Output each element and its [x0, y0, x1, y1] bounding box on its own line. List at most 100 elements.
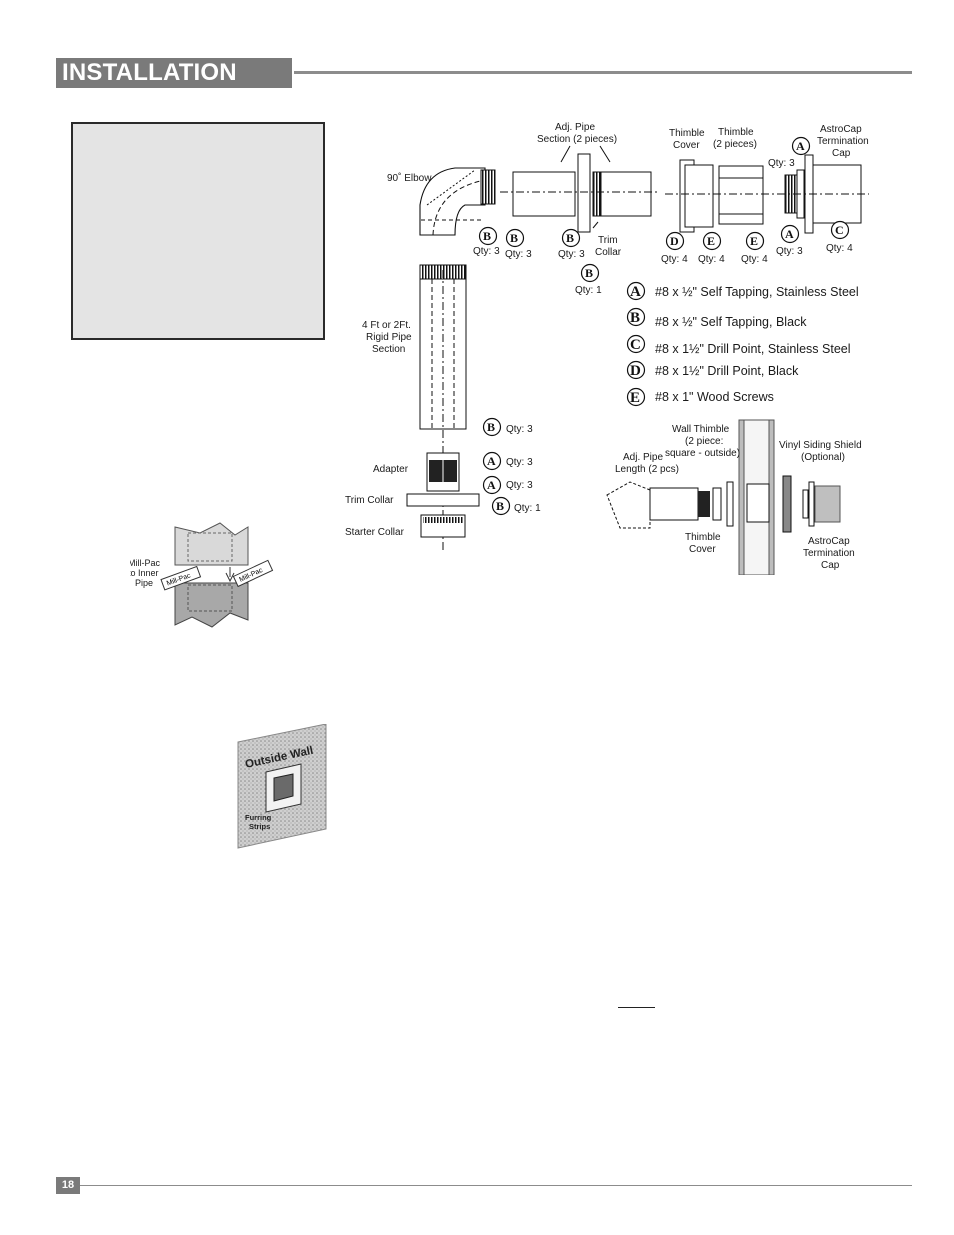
vent-assembly-diagram: 90˚ Elbow Adj. Pipe Section (2 pieces) T… — [345, 122, 869, 575]
screw-badge-a: A — [780, 224, 800, 244]
astrocap-label-1: AstroCap — [820, 124, 862, 135]
screw-badge-b: B — [505, 228, 525, 248]
furring-label-2: Strips — [249, 822, 270, 831]
wall-thimble-label-3: square - outside) — [665, 448, 740, 459]
svg-text:E: E — [707, 234, 715, 248]
qty-label: Qty: 1 — [575, 285, 602, 296]
svg-text:B: B — [496, 499, 504, 513]
millpac-tag-left — [160, 565, 202, 591]
svg-text:A: A — [796, 139, 805, 153]
screw-badge-d: D — [665, 231, 685, 251]
thimble-label-2: (2 pieces) — [713, 139, 757, 150]
rigid-pipe-label-3: Section — [372, 344, 405, 355]
page-number: 18 — [56, 1177, 80, 1194]
millpac-figure: Mill-Pac Mill-Pac Mill-Pac to Inner Pipe — [130, 522, 274, 628]
vinyl-shield-label-1: Vinyl Siding Shield — [779, 440, 862, 451]
adapter-component — [406, 452, 480, 538]
svg-text:A: A — [785, 227, 794, 241]
qty-label: Qty: 1 — [514, 503, 541, 514]
footer-rule — [80, 1185, 912, 1186]
thimble-label-1: Thimble — [718, 127, 754, 138]
upper-pipe-shape — [174, 522, 249, 566]
trim-label-1: Trim — [598, 235, 618, 246]
adj-pipe-length-label-1: Adj. Pipe — [623, 452, 663, 463]
svg-text:#8 x 1" Wood Screws: #8 x 1" Wood Screws — [655, 390, 774, 404]
outside-wall-figure: Outside Wall Furring Strips — [237, 724, 327, 849]
legend-item: D#8 x 1½" Drill Point, Black — [626, 360, 799, 380]
wall-thimble-cover-label-2: Cover — [689, 544, 716, 555]
adj-pipe-label-1: Adj. Pipe — [555, 122, 595, 133]
qty-label: Qty: 3 — [505, 249, 532, 260]
svg-text:B: B — [483, 229, 491, 243]
thimble-cover-label-1: Thimble — [669, 128, 705, 139]
millpac-label-2: to Inner — [130, 568, 159, 578]
adj-pipe-length-label-2: Length (2 pcs) — [615, 464, 679, 475]
wall-astrocap-label-3: Cap — [821, 560, 840, 571]
lower-inner-outline — [187, 584, 233, 612]
svg-text:B: B — [585, 266, 593, 280]
wall-opening — [273, 773, 294, 802]
svg-text:E: E — [630, 390, 640, 406]
trim-label-2: Collar — [595, 247, 622, 258]
svg-text:B: B — [487, 420, 495, 434]
header-rule — [294, 71, 912, 74]
qty-label: Qty: 3 — [558, 249, 585, 260]
qty-label: Qty: 4 — [826, 243, 853, 254]
elbow-label: 90˚ Elbow — [387, 172, 432, 184]
svg-text:E: E — [750, 234, 758, 248]
svg-text:B: B — [630, 310, 640, 326]
legend-item: E #8 x 1" Wood Screws — [626, 387, 774, 407]
adj-pipe-component — [500, 145, 657, 233]
qty-label: Qty: 3 — [473, 246, 500, 257]
svg-text:A: A — [487, 478, 496, 492]
wall-thimble-label-2: (2 piece: — [685, 436, 723, 447]
screw-badge-b: B — [482, 417, 502, 437]
millpac-label-1: Mill-Pac — [130, 558, 161, 568]
qty-label: Qty: 4 — [698, 254, 725, 265]
millpac-tag-right — [232, 559, 274, 588]
svg-text:A: A — [487, 454, 496, 468]
wall-astrocap-label-1: AstroCap — [808, 536, 850, 547]
astrocap-label-3: Cap — [832, 148, 851, 159]
screw-badge-e: E — [745, 231, 765, 251]
screw-badge-b: B — [580, 263, 600, 283]
svg-text:#8 x ½" Self Tapping, Stainles: #8 x ½" Self Tapping, Stainless Steel — [655, 285, 859, 299]
svg-text:C: C — [835, 223, 844, 237]
legend-item: C#8 x 1½" Drill Point, Stainless Steel — [626, 334, 851, 356]
wall-thimble-cover-label-1: Thimble — [685, 532, 721, 543]
svg-text:#8 x 1½" Drill Point, Stainles: #8 x 1½" Drill Point, Stainless Steel — [655, 342, 851, 356]
wall-astrocap-label-2: Termination — [803, 548, 855, 559]
screw-badge-b: B — [561, 228, 581, 248]
qty-label: Qty: 3 — [768, 158, 795, 169]
millpac-label-3: Pipe — [135, 578, 153, 588]
note-box — [71, 122, 325, 340]
starter-collar-label: Starter Collar — [345, 527, 405, 538]
rigid-pipe-component — [419, 264, 467, 550]
down-arrow-icon — [225, 567, 235, 583]
svg-text:D: D — [670, 234, 679, 248]
screw-badge-a: A — [482, 451, 502, 471]
svg-text:A: A — [630, 284, 641, 300]
screw-badge-a: A — [482, 475, 502, 495]
wall-section-diagram — [606, 419, 841, 575]
adj-pipe-label-2: Section (2 pieces) — [537, 134, 617, 145]
lower-pipe-shape — [174, 582, 249, 628]
legend-item: B#8 x ½" Self Tapping, Black — [626, 307, 807, 329]
elbow-component — [419, 167, 496, 236]
screw-badge-e: E — [702, 231, 722, 251]
inner-pipe-outline — [187, 532, 233, 562]
qty-label: Qty: 3 — [506, 457, 533, 468]
screw-badge-b: B — [478, 226, 498, 246]
qty-label: Qty: 4 — [741, 254, 768, 265]
svg-text:#8 x 1½" Drill Point, Black: #8 x 1½" Drill Point, Black — [655, 364, 799, 378]
rigid-pipe-label-2: Rigid Pipe — [366, 332, 412, 343]
adapter-label: Adapter — [373, 464, 409, 475]
qty-label: Qty: 4 — [661, 254, 688, 265]
trim-collar-label: Trim Collar — [345, 495, 394, 506]
qty-label: Qty: 3 — [506, 480, 533, 491]
qty-label: Qty: 3 — [776, 246, 803, 257]
svg-text:B: B — [510, 231, 518, 245]
screw-badge-c: C — [830, 220, 850, 240]
underline-mark — [618, 1007, 655, 1008]
vinyl-shield-label-2: (Optional) — [801, 452, 845, 463]
